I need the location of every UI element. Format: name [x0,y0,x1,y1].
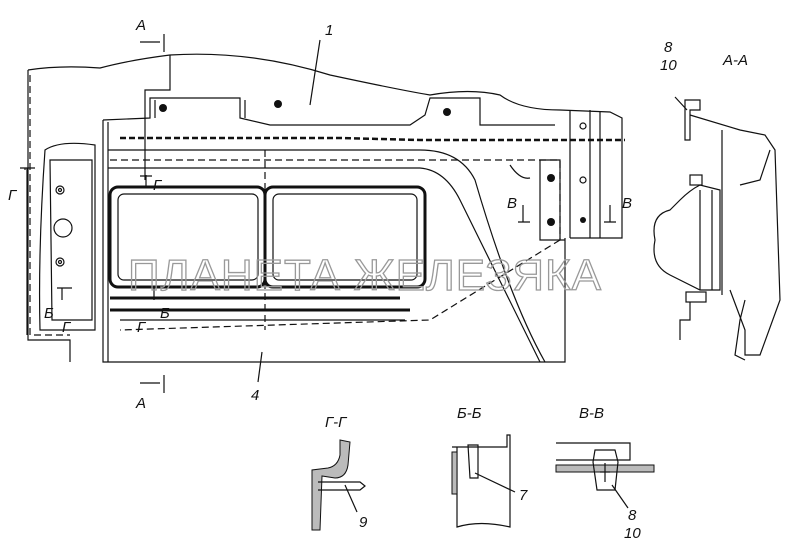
section-g-g-title: Г-Г [325,414,348,431]
section-mark-g-bottom-1: Г [62,319,72,336]
section-a-a-title: А-А [722,52,748,69]
main-view [20,34,688,393]
section-mark-a-bottom: А [135,395,146,412]
section-v-v-title: В-В [579,405,604,422]
section-a-a-drawing [653,99,781,361]
section-mark-b-inner: Б [160,305,170,322]
section-mark-g-inner: Г [153,177,163,194]
section-b-b-drawing [451,434,511,528]
section-mark-v-left: В [507,195,517,212]
callout-part-4: 4 [251,387,259,404]
section-g-g-callout-9: 9 [359,514,368,531]
section-a-a-callout-8: 8 [664,39,673,56]
section-mark-g-left: Г [8,187,18,204]
section-mark-v-right: В [622,195,632,212]
watermark-text: ПЛАНЕТА ЖЕЛЕЗЯКА [128,251,602,300]
section-a-a-callout-10: 10 [660,57,677,74]
callout-part-1: 1 [325,22,333,39]
section-mark-a-top: А [135,17,146,34]
section-v-v-callout-10: 10 [624,525,641,542]
section-b-b-title: Б-Б [457,405,482,422]
section-b-b-callout-7: 7 [519,487,528,504]
section-mark-b-left: Б [44,305,54,322]
section-v-v-callout-8: 8 [628,507,637,524]
section-g-g-drawing [311,439,366,531]
section-v-v-drawing [344,442,655,513]
section-mark-g-bottom-2: Г [137,319,147,336]
